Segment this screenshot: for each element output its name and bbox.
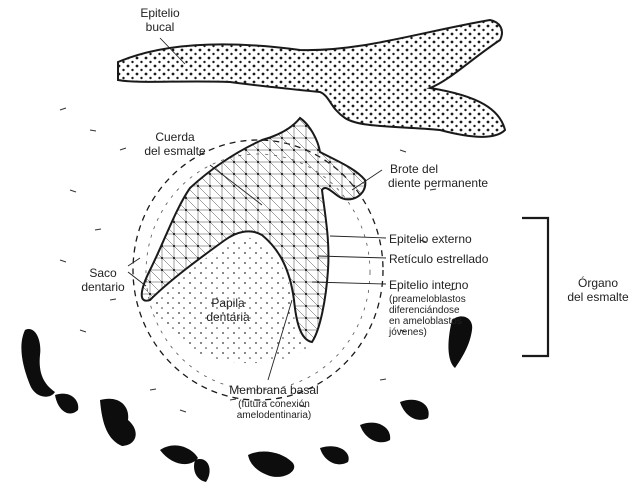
label-epitelio-externo: Epitelio externo [389,232,472,246]
label-epitelio-interno: Epitelio interno [389,278,468,292]
enamel-organ-bracket [522,218,548,356]
label-epitelio-interno-note: (preameloblastos diferenciándose en amel… [389,294,466,338]
label-membrana-basal: Membrana basal [222,383,326,397]
oral-epithelium [118,20,505,137]
label-reticulo-estrellado: Retículo estrellado [389,252,488,266]
